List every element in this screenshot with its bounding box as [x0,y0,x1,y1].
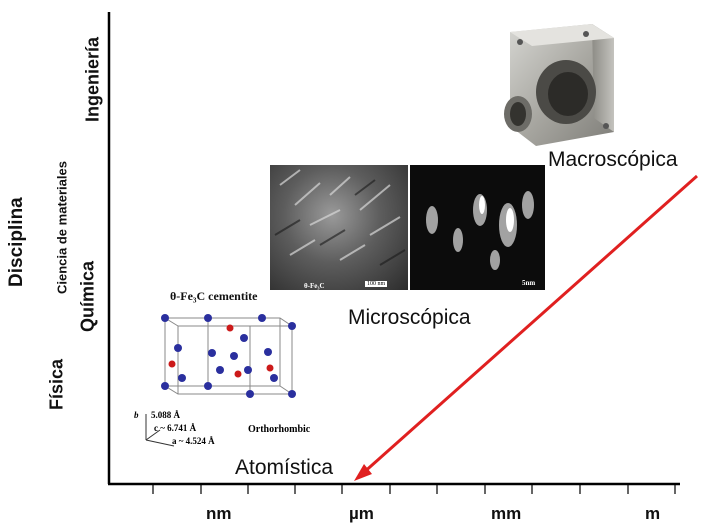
scale-arrow [0,0,707,532]
